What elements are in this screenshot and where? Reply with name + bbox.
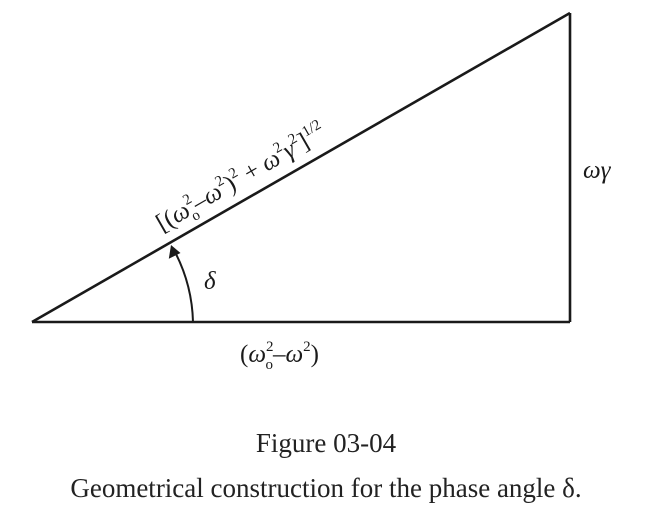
vertical-side-label: ωγ — [583, 157, 612, 184]
hypotenuse-label: [(ω2o–ω2)2+ω2γ2]1/2 — [151, 117, 333, 242]
svg-text:[(ω2o–ω2)2+ω2γ2]1/2: [(ω2o–ω2)2+ω2γ2]1/2 — [151, 117, 333, 242]
angle-arc-arrowhead — [168, 245, 181, 259]
angle-arc — [174, 251, 194, 323]
triangle-hypotenuse — [31, 11, 571, 324]
figure-number: Figure 03-04 — [255, 428, 397, 458]
figure-caption: Geometrical construction for the phase a… — [70, 473, 582, 503]
angle-delta-label: δ — [204, 268, 216, 295]
